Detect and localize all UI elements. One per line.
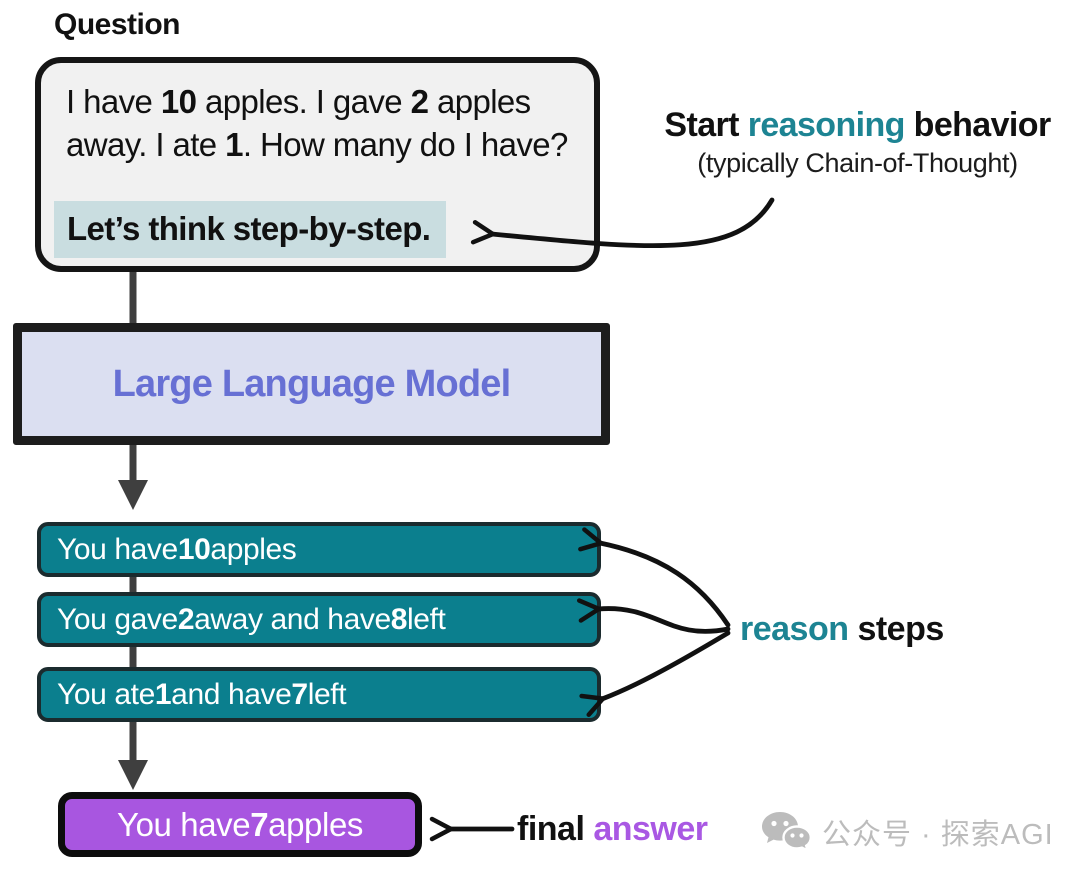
- watermark: 公众号 · 探索AGI: [760, 810, 1054, 854]
- question-box: I have 10 apples. I gave 2 apples away. …: [35, 57, 600, 272]
- watermark-text: 公众号 · 探索AGI: [822, 819, 1054, 851]
- arrow-note-to-step1: [578, 527, 731, 628]
- arrowhead-llm-to-steps-icon: [118, 480, 148, 510]
- question-title: Question: [54, 8, 181, 41]
- llm-label: Large Language Model: [112, 362, 512, 405]
- reason-step-3: You ate 1 and have 7 left: [37, 667, 601, 722]
- reasoning-annotation-title: Start reasoning behavior: [664, 106, 1051, 144]
- reason-step-2: You gave 2 away and have 8 left: [37, 592, 601, 647]
- reasoning-annotation: Start reasoning behavior (typically Chai…: [630, 106, 1080, 179]
- arrow-note-to-step2: [576, 598, 731, 634]
- question-text-line2: away. I ate 1. How many do I have?: [66, 126, 568, 163]
- cot-trigger-highlight: Let’s think step-by-step.: [54, 201, 447, 258]
- arrowhead-steps-to-final-icon: [118, 760, 148, 790]
- reason-step-1: You have 10 apples: [37, 522, 601, 577]
- final-answer-box: You have 7 apples: [58, 792, 422, 857]
- arrow-note-to-step3: [579, 630, 731, 717]
- llm-box: Large Language Model: [13, 323, 610, 445]
- reasoning-annotation-subtitle: (typically Chain-of-Thought): [697, 148, 1018, 178]
- question-text-line1: I have 10 apples. I gave 2 apples: [66, 83, 531, 120]
- final-answer-annotation: final answer: [517, 810, 708, 848]
- wechat-icon: [762, 812, 812, 853]
- reason-steps-annotation: reason steps: [740, 610, 944, 648]
